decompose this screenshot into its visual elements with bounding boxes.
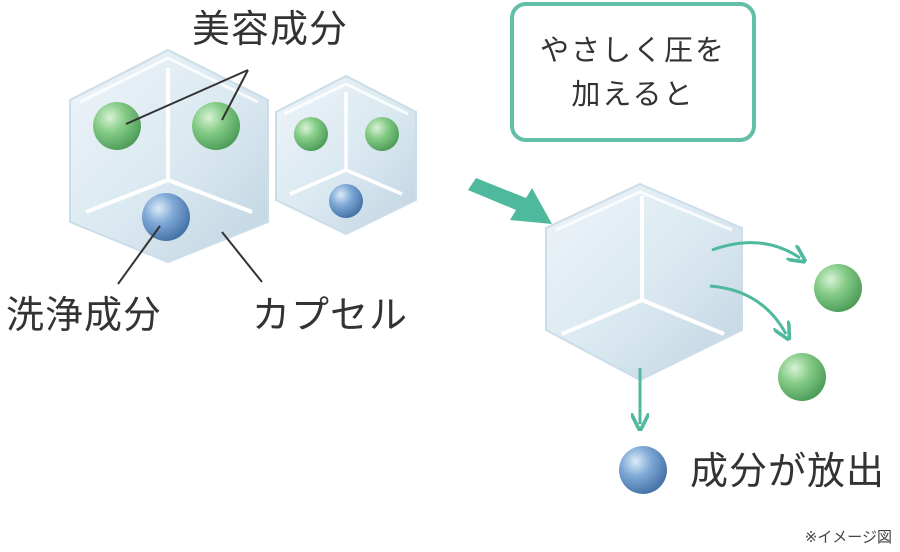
label-released: 成分が放出 [690, 449, 886, 493]
green-sphere [778, 353, 826, 401]
image-note: ※イメージ図 [804, 528, 892, 546]
press-arrow [468, 178, 552, 224]
green-sphere [814, 264, 862, 312]
release-arrow [709, 284, 786, 334]
callout-box: やさしく圧を 加えると [510, 2, 756, 142]
callout-line-2: 加えると [571, 77, 695, 111]
green-sphere [365, 117, 399, 151]
label-cleansing-ingredient: 洗浄成分 [6, 293, 163, 337]
capsule-small [275, 74, 417, 236]
release-arrow [711, 241, 800, 258]
blue-sphere [329, 184, 363, 218]
green-sphere [93, 102, 141, 150]
label-capsule: カプセル [252, 293, 409, 337]
green-sphere [294, 117, 328, 151]
capsule-pressed [545, 182, 743, 382]
leader-lines [117, 69, 263, 285]
green-sphere [192, 102, 240, 150]
blue-sphere [142, 193, 190, 241]
label-beauty-ingredient: 美容成分 [192, 7, 349, 51]
blue-sphere [619, 446, 667, 494]
callout-line-1: やさしく圧を [539, 33, 726, 67]
